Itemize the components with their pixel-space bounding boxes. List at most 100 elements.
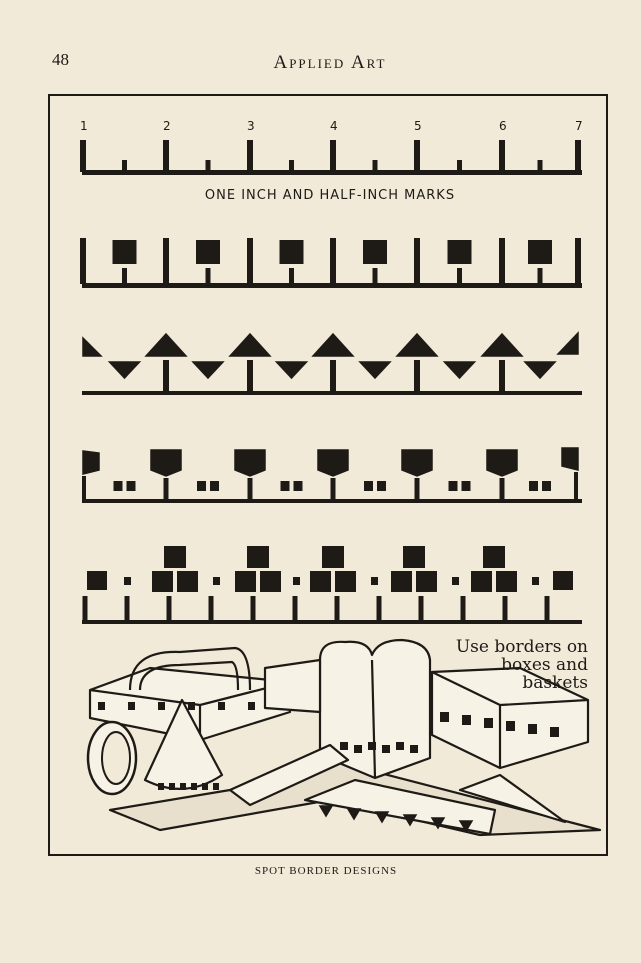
border-tick	[82, 596, 88, 621]
border-square	[279, 240, 304, 264]
small-dot	[371, 577, 378, 585]
border-stem	[163, 360, 169, 392]
small-square	[293, 481, 303, 491]
note-line: Use borders on	[455, 637, 588, 657]
basket-handle	[128, 646, 252, 691]
border-bar	[575, 238, 581, 284]
border-baseline	[82, 620, 582, 624]
running-title: Applied Art	[273, 52, 387, 73]
small-dot	[124, 577, 131, 585]
border-stem	[122, 268, 127, 284]
cone-motif	[158, 783, 164, 790]
small-square	[210, 481, 219, 491]
cone-motif	[191, 783, 197, 790]
strip-motif	[374, 811, 390, 824]
down-triangle	[191, 361, 225, 380]
border-tick	[250, 596, 256, 621]
small-square	[529, 481, 538, 491]
ring-inner	[101, 731, 131, 785]
figure-frame	[48, 94, 608, 856]
long-box-motif	[462, 715, 471, 725]
triangle-paper	[458, 773, 567, 824]
paper-strip	[303, 778, 497, 836]
inch-mark	[247, 140, 253, 172]
group-square	[260, 571, 281, 592]
strip-motif	[402, 814, 418, 827]
half-inch-mark	[122, 160, 127, 172]
group-top-square	[247, 546, 269, 568]
inch-mark	[499, 140, 505, 172]
small-square	[197, 481, 206, 491]
border-stem	[499, 478, 505, 500]
group-square	[471, 571, 492, 592]
small-dot	[452, 577, 459, 585]
border-tick	[376, 596, 382, 621]
cone-motif	[169, 783, 175, 790]
up-triangle	[228, 332, 272, 357]
inch-mark	[163, 140, 169, 172]
group-top-square	[322, 546, 344, 568]
small-square	[280, 481, 290, 491]
group-top-square	[403, 546, 425, 568]
half-shield	[561, 447, 579, 471]
border-tick	[292, 596, 298, 621]
small-dot	[213, 577, 220, 585]
figure-caption: SPOT BORDER DESIGNS	[254, 865, 398, 877]
half-shield	[82, 450, 100, 475]
small-square	[542, 481, 551, 491]
ruler-number: 5	[414, 119, 422, 133]
up-triangle	[144, 332, 188, 357]
group-square	[177, 571, 198, 592]
shield-motif	[486, 449, 518, 477]
small-square	[364, 481, 373, 491]
border-square	[196, 240, 220, 264]
border-square	[528, 240, 552, 264]
illustration-note: Use borders on boxes and baskets	[438, 638, 588, 692]
half-inch-mark	[372, 160, 378, 172]
ruler-number: 3	[247, 119, 255, 133]
shield-motif	[317, 449, 349, 477]
half-triangle	[556, 331, 579, 355]
long-box-motif	[528, 724, 537, 734]
border-square	[112, 240, 137, 264]
border-stem	[205, 268, 211, 284]
border-stem	[330, 360, 336, 392]
down-triangle	[107, 361, 142, 380]
border-baseline	[82, 499, 582, 503]
ruler-number: 2	[163, 119, 171, 133]
box-motif	[340, 742, 348, 750]
border-stem	[499, 360, 505, 392]
small-box	[263, 658, 322, 714]
half-triangle	[82, 336, 103, 357]
ruler-label: ONE INCH AND HALF-INCH MARKS	[204, 188, 456, 203]
strip-motif	[318, 805, 334, 818]
border-stem	[414, 360, 420, 392]
cone-motif	[213, 783, 219, 790]
border-bar	[247, 238, 253, 284]
border-bar	[82, 476, 86, 500]
up-triangle	[480, 332, 524, 357]
border-stem	[372, 268, 378, 284]
shield-motif	[150, 449, 182, 477]
long-box-motif	[484, 718, 493, 728]
inch-mark	[80, 140, 86, 172]
cone-motif	[180, 783, 186, 790]
small-square	[113, 481, 123, 491]
border-stem	[247, 360, 253, 392]
box-motif	[396, 742, 404, 750]
basket-motif	[158, 702, 165, 710]
border-stem	[457, 268, 462, 284]
border-baseline	[82, 391, 582, 395]
shield-motif	[401, 449, 433, 477]
basket-motif	[218, 702, 225, 710]
basket-motif	[98, 702, 105, 710]
note-line: baskets	[522, 673, 588, 693]
group-square	[235, 571, 256, 592]
border-bar	[80, 238, 86, 284]
basket-motif	[248, 702, 255, 710]
inch-mark	[414, 140, 420, 172]
half-inch-mark	[457, 160, 462, 172]
group-square	[496, 571, 517, 592]
border-tick	[544, 596, 550, 621]
ruler-number: 1	[80, 119, 88, 133]
